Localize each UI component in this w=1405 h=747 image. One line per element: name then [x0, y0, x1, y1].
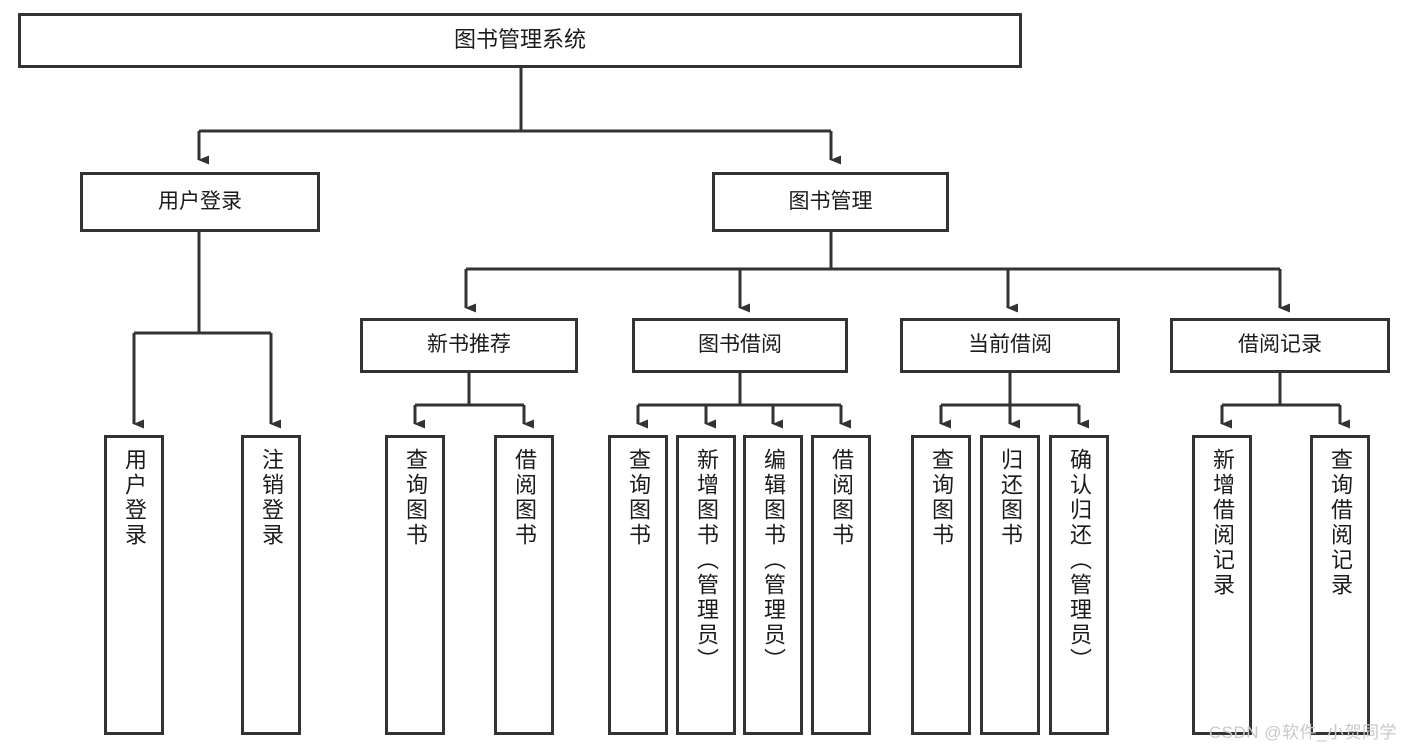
node-leaf-return-book[interactable]: 归还图书 — [980, 435, 1040, 735]
node-new-book-recommend-label: 新书推荐 — [427, 333, 511, 357]
node-book-borrow[interactable]: 图书借阅 — [632, 318, 848, 373]
node-leaf-borrow-book-2-label: 借阅图书 — [829, 448, 854, 548]
node-new-book-recommend[interactable]: 新书推荐 — [360, 318, 578, 373]
node-leaf-add-record[interactable]: 新增借阅记录 — [1192, 435, 1252, 735]
node-borrow-record-label: 借阅记录 — [1238, 333, 1322, 357]
node-leaf-edit-book-label: 编辑图书（管理员） — [761, 448, 786, 673]
node-leaf-borrow-book-1-label: 借阅图书 — [512, 448, 537, 548]
node-leaf-user-login[interactable]: 用户登录 — [104, 435, 164, 735]
node-current-borrow-label: 当前借阅 — [968, 333, 1052, 357]
node-leaf-query-record-label: 查询借阅记录 — [1328, 448, 1353, 598]
node-leaf-user-logout[interactable]: 注销登录 — [241, 435, 301, 735]
node-book-borrow-label: 图书借阅 — [698, 333, 782, 357]
watermark-text: CSDN @软件_小贺同学 — [1208, 723, 1397, 742]
node-leaf-query-record[interactable]: 查询借阅记录 — [1310, 435, 1370, 735]
node-leaf-add-book-label: 新增图书（管理员） — [694, 448, 719, 673]
node-leaf-query-book-3-label: 查询图书 — [929, 448, 954, 548]
node-book-manage[interactable]: 图书管理 — [712, 172, 949, 232]
node-leaf-confirm-return-label: 确认归还（管理员） — [1067, 448, 1092, 673]
node-leaf-user-login-label: 用户登录 — [122, 448, 147, 548]
node-leaf-add-book[interactable]: 新增图书（管理员） — [676, 435, 736, 735]
node-leaf-borrow-book-1[interactable]: 借阅图书 — [494, 435, 554, 735]
node-leaf-confirm-return[interactable]: 确认归还（管理员） — [1049, 435, 1109, 735]
node-root[interactable]: 图书管理系统 — [18, 13, 1022, 68]
node-leaf-borrow-book-2[interactable]: 借阅图书 — [811, 435, 871, 735]
node-user-login-label: 用户登录 — [158, 189, 242, 213]
node-borrow-record[interactable]: 借阅记录 — [1170, 318, 1390, 373]
node-user-login[interactable]: 用户登录 — [80, 172, 320, 232]
node-leaf-query-book-3[interactable]: 查询图书 — [911, 435, 971, 735]
node-leaf-query-book-2[interactable]: 查询图书 — [608, 435, 668, 735]
node-leaf-return-book-label: 归还图书 — [998, 448, 1023, 548]
node-leaf-user-logout-label: 注销登录 — [259, 448, 284, 548]
node-leaf-query-book-1-label: 查询图书 — [403, 448, 428, 548]
node-leaf-add-record-label: 新增借阅记录 — [1210, 448, 1235, 598]
node-leaf-edit-book[interactable]: 编辑图书（管理员） — [743, 435, 803, 735]
node-leaf-query-book-1[interactable]: 查询图书 — [385, 435, 445, 735]
node-leaf-query-book-2-label: 查询图书 — [626, 448, 651, 548]
node-current-borrow[interactable]: 当前借阅 — [900, 318, 1120, 373]
node-root-label: 图书管理系统 — [453, 27, 586, 53]
node-book-manage-label: 图书管理 — [788, 189, 873, 213]
